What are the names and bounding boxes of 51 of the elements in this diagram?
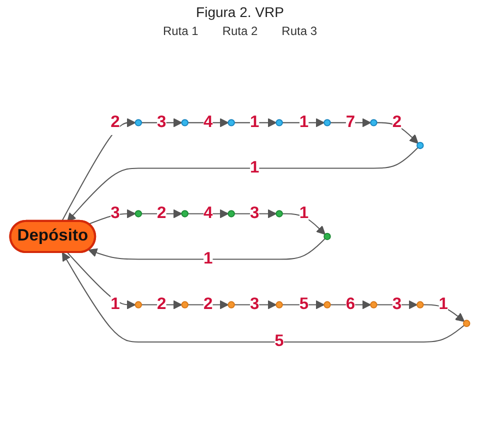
edge-label: 4: [203, 113, 213, 131]
node-circle: [324, 118, 331, 126]
route-label: Ruta 2: [222, 24, 258, 38]
edge-label: 5: [274, 332, 284, 350]
arrow: [67, 252, 136, 309]
route-label: Ruta 1: [162, 24, 198, 38]
edge-label: 2: [392, 113, 402, 131]
node-circle: [276, 118, 283, 126]
edge-label: 3: [250, 204, 260, 222]
edge-label: 7: [346, 113, 356, 131]
edge-label: 3: [110, 204, 120, 222]
figure-title: Figura 2. VRP: [196, 4, 284, 20]
node-circle: [181, 118, 188, 126]
node-circle: [181, 300, 188, 308]
node-circle: [370, 300, 378, 308]
node-circle: [276, 210, 283, 217]
node-circle: [463, 319, 470, 327]
node-circle: [134, 300, 142, 308]
node-circle: [228, 118, 235, 126]
edge-label: 3: [392, 295, 402, 313]
edge-label: 2: [157, 295, 166, 313]
node-circle: [228, 300, 235, 308]
edge-label: 3: [250, 295, 260, 313]
node-circle: [181, 210, 188, 217]
arrow: [66, 146, 418, 222]
edge-label: 1: [299, 113, 309, 131]
arrow: [61, 118, 136, 222]
edge-label: 1: [438, 295, 448, 313]
node-circle: [276, 300, 283, 308]
node-circle: [324, 232, 331, 240]
edge-label: 1: [110, 295, 120, 313]
node-circle: [134, 118, 142, 126]
node-circle: [370, 118, 378, 126]
edge-label: 5: [299, 295, 309, 313]
edge-label: 1: [250, 158, 260, 176]
node-circle: [228, 210, 235, 217]
edge-label: 6: [346, 295, 356, 313]
edge-label: 2: [157, 204, 166, 222]
edge-label: 1: [250, 113, 260, 131]
node-circle: [416, 300, 424, 308]
node-circle: [324, 300, 331, 308]
edge-label: 3: [157, 113, 166, 131]
edge-label: 4: [203, 204, 213, 222]
route-label: Ruta 3: [282, 24, 318, 38]
edge-label: 2: [203, 295, 213, 313]
node-circle: [134, 210, 142, 217]
edge-label: 1: [203, 250, 213, 268]
node-circle: [416, 141, 424, 149]
edge-label: 2: [110, 113, 120, 131]
edge-label: 1: [299, 204, 309, 222]
arrow: [88, 238, 326, 260]
